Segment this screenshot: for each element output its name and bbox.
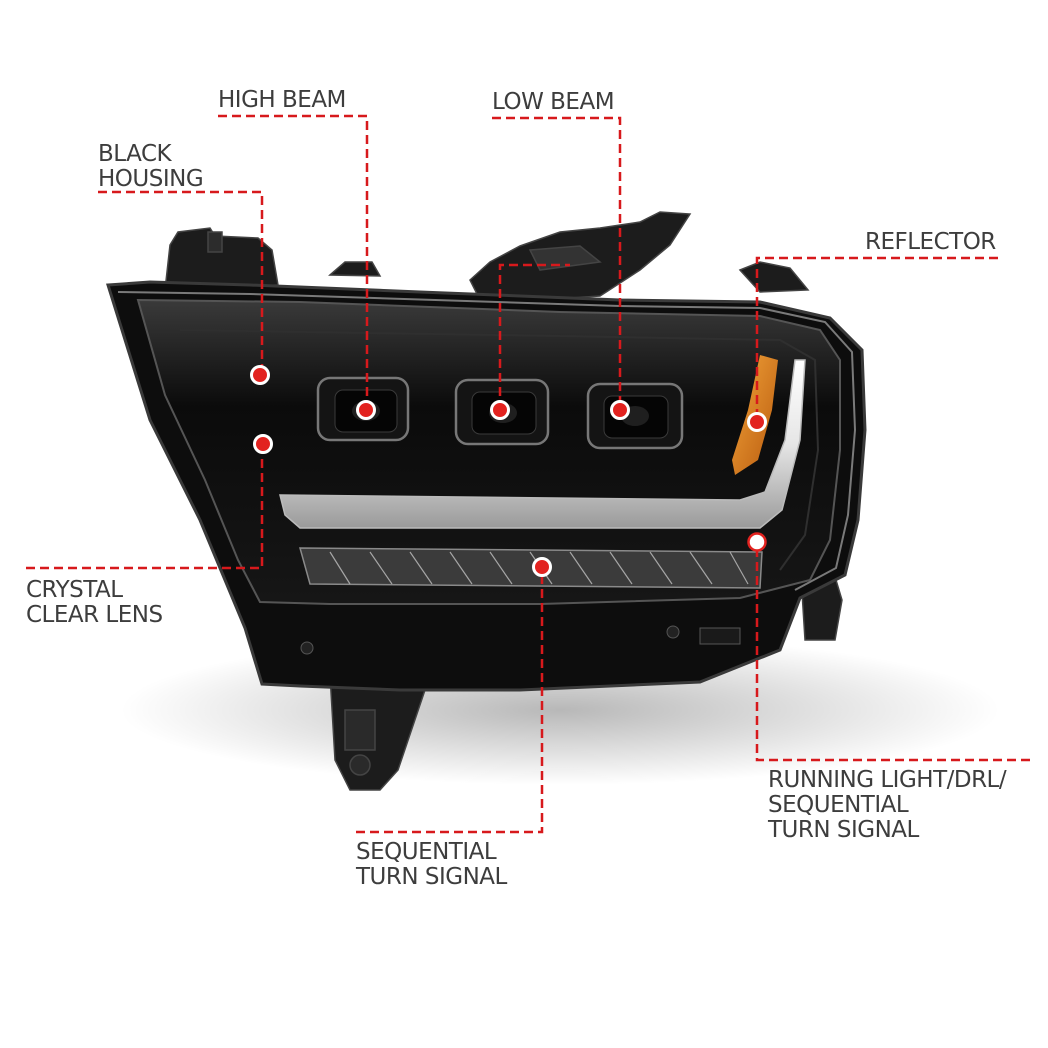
leader-low-beam-center (498, 263, 570, 410)
marker-black-housing (250, 365, 270, 385)
marker-sequential-turn-signal (532, 557, 552, 577)
leader-high-beam (218, 114, 369, 410)
label-crystal-clear-lens-line-2: CLEAR LENS (26, 602, 163, 628)
label-running-light-line-3: TURN SIGNAL (768, 817, 919, 843)
sequential-led-strip (299, 547, 763, 589)
drl-light-bar (279, 359, 806, 529)
mounting-brackets (164, 211, 843, 791)
label-high-beam: HIGH BEAM (218, 88, 346, 113)
marker-reflector (747, 412, 767, 432)
label-low-beam: LOW BEAM (492, 89, 615, 115)
marker-low-beam (610, 400, 630, 420)
label-sequential-turn-signal-line-1: SEQUENTIAL (356, 839, 497, 865)
chrome-edge (117, 291, 857, 591)
leader-running-light (755, 542, 1030, 762)
leader-reflector (755, 256, 998, 420)
marker-crystal-clear-lens (253, 434, 273, 454)
marker-running-light (747, 532, 767, 552)
leader-lines (26, 114, 1030, 834)
label-black-housing: BLACK HOUSING (98, 141, 204, 192)
label-sequential-turn-signal: SEQUENTIAL TURN SIGNAL (356, 840, 507, 890)
leader-sequential-turn-signal (356, 568, 544, 834)
label-sequential-turn-signal-line-2: TURN SIGNAL (356, 864, 507, 890)
projector-right (586, 382, 684, 450)
label-reflector-line-1: REFLECTOR (865, 229, 996, 255)
label-low-beam-line-1: LOW BEAM (492, 89, 615, 115)
label-reflector: REFLECTOR (865, 230, 996, 255)
label-crystal-clear-lens-line-1: CRYSTAL (26, 577, 123, 603)
inner-bezel (179, 329, 820, 571)
label-black-housing-line-1: BLACK (98, 141, 172, 167)
label-running-light: RUNNING LIGHT/DRL/ SEQUENTIAL TURN SIGNA… (768, 767, 1007, 843)
callout-markers (250, 365, 767, 577)
marker-high-beam (356, 400, 376, 420)
leader-low-beam (492, 116, 622, 410)
label-running-light-line-1: RUNNING LIGHT/DRL/ (768, 767, 1007, 793)
leader-crystal-clear-lens (26, 443, 264, 570)
marker-low-beam-center (490, 400, 510, 420)
label-black-housing-line-2: HOUSING (98, 166, 204, 192)
label-crystal-clear-lens: CRYSTAL CLEAR LENS (26, 578, 163, 628)
label-high-beam-line-1: HIGH BEAM (218, 87, 346, 113)
label-running-light-line-2: SEQUENTIAL (768, 792, 909, 818)
leader-black-housing (98, 190, 264, 372)
lower-housing-details (300, 625, 741, 655)
